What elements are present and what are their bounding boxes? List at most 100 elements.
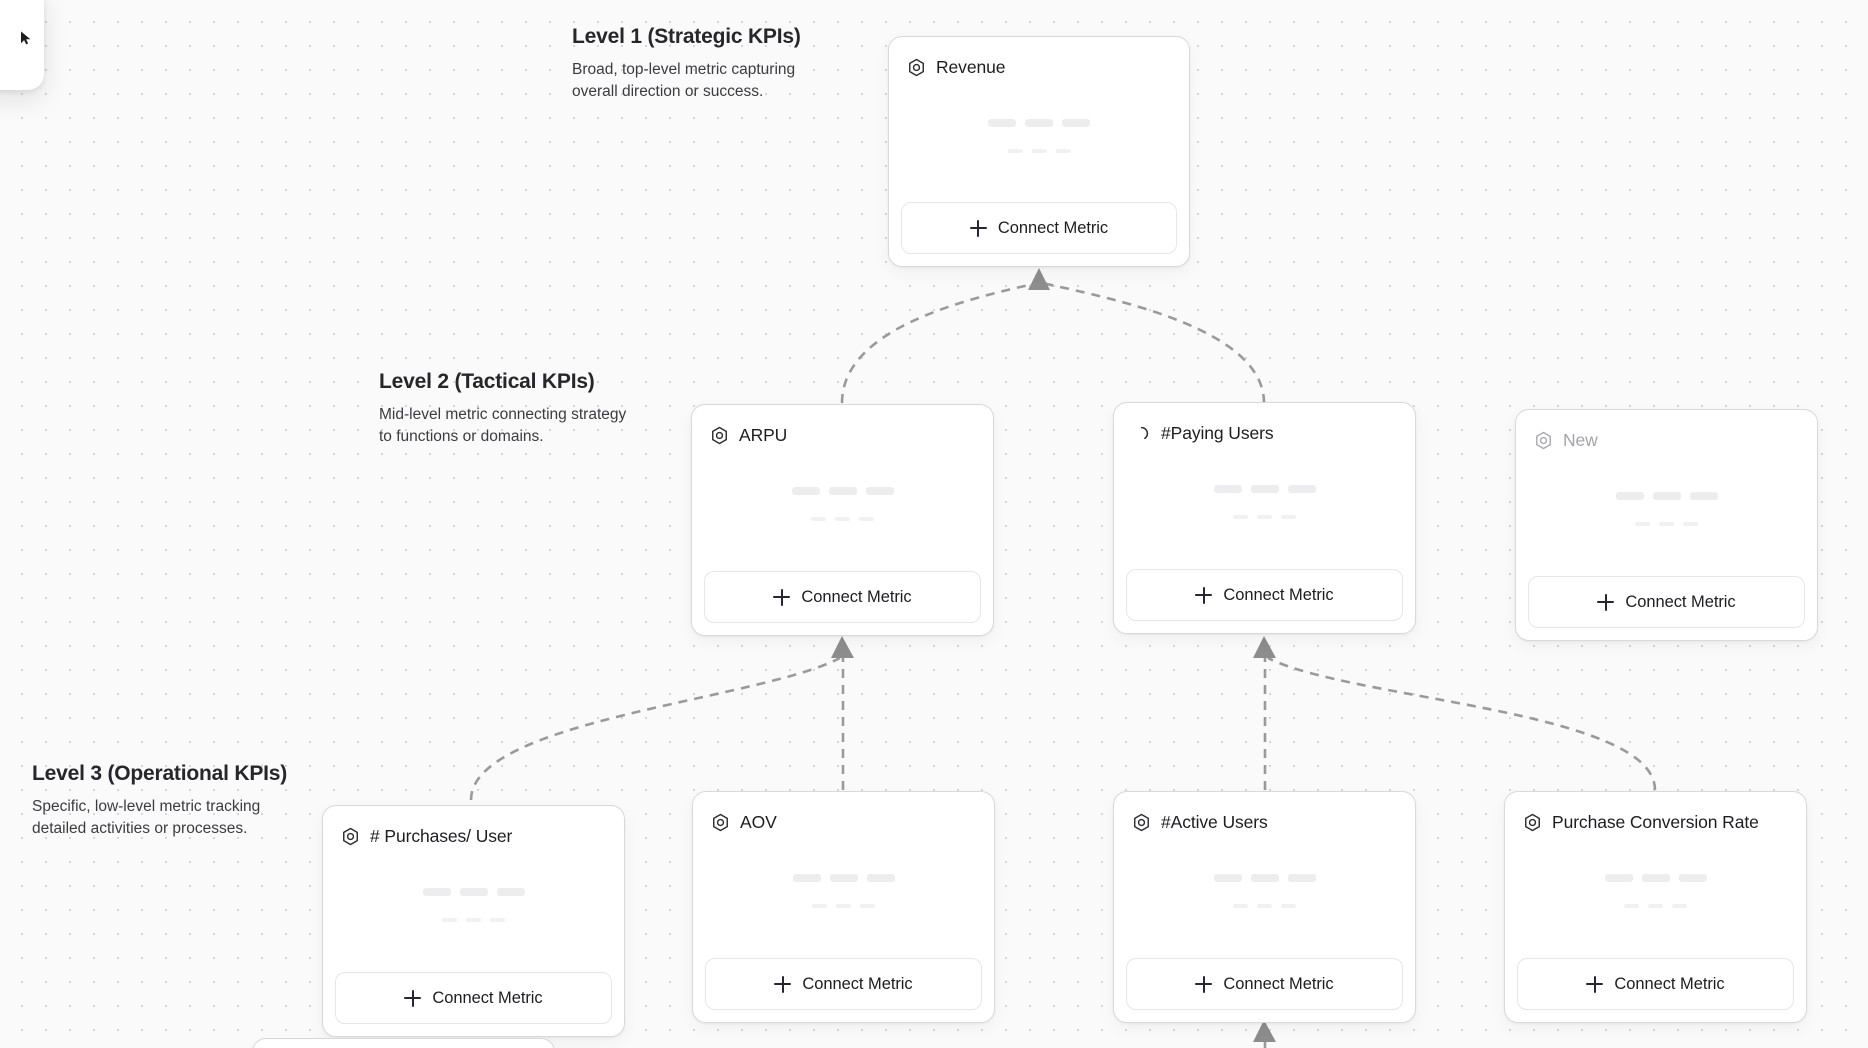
connect-metric-label: Connect Metric <box>1223 585 1334 604</box>
plus-icon <box>774 975 792 993</box>
hexagon-metric-icon <box>711 813 730 832</box>
level-1-description: Broad, top-level metric capturing overal… <box>572 61 796 101</box>
metric-card-paying-users[interactable]: #Paying Users Connect Metric <box>1113 402 1416 634</box>
skeleton-bar <box>1233 904 1248 908</box>
connect-metric-button[interactable]: Connect Metric <box>1528 576 1805 628</box>
skeleton-row-primary <box>422 888 525 896</box>
card-title: #Paying Users <box>1161 422 1274 443</box>
connect-metric-button[interactable]: Connect Metric <box>1126 958 1403 1010</box>
metric-card-revenue[interactable]: Revenue Connect Metric <box>888 36 1190 267</box>
skeleton-bar <box>1689 492 1718 500</box>
level-label-2: Level 2 (Tactical KPIs) Mid-level metric… <box>379 370 629 449</box>
skeleton-bar <box>1213 485 1242 493</box>
connect-metric-label: Connect Metric <box>801 587 912 606</box>
arrowhead-active-users-bottom <box>1253 1020 1276 1042</box>
hexagon-metric-icon <box>907 58 926 77</box>
skeleton-bar <box>422 888 451 896</box>
metric-card-aov[interactable]: AOV Connect Metric <box>692 791 995 1023</box>
edge-arpu-revenue <box>840 281 1039 404</box>
arrowhead-revenue <box>1028 268 1050 290</box>
connect-metric-button[interactable]: Connect Metric <box>1517 958 1794 1010</box>
plus-icon <box>1597 593 1615 611</box>
skeleton-bar <box>1624 904 1639 908</box>
card-header: Purchase Conversion Rate <box>1517 804 1794 834</box>
skeleton-bar <box>1672 904 1687 908</box>
skeleton-bar <box>466 918 481 922</box>
edge-purchases-arpu <box>469 656 841 801</box>
connect-metric-button[interactable]: Connect Metric <box>335 972 612 1024</box>
skeleton-row-secondary <box>811 517 874 521</box>
skeleton-bar <box>1250 874 1279 882</box>
connect-metric-button[interactable]: Connect Metric <box>704 571 981 623</box>
connect-metric-label: Connect Metric <box>1223 974 1334 993</box>
skeleton-bar <box>442 918 457 922</box>
skeleton-bar <box>1648 904 1663 908</box>
floating-toolbar-panel[interactable] <box>0 0 44 90</box>
cursor-pointer-icon[interactable] <box>18 30 34 46</box>
connect-metric-label: Connect Metric <box>802 974 913 993</box>
loading-spinner-icon <box>1132 424 1151 443</box>
skeleton-bar <box>1250 485 1279 493</box>
skeleton-bar <box>1062 118 1090 127</box>
skeleton-bar <box>1652 492 1681 500</box>
metric-card-purchase-conversion-rate[interactable]: Purchase Conversion Rate Connect Metric <box>1504 791 1807 1023</box>
metric-card-new[interactable]: New Connect Metric <box>1515 409 1818 641</box>
edge-paying-users-revenue <box>1041 281 1266 404</box>
card-skeleton-body <box>335 848 612 962</box>
card-header: Revenue <box>901 49 1177 79</box>
card-header: AOV <box>705 804 982 834</box>
card-skeleton-body <box>1517 834 1794 948</box>
card-title: #Active Users <box>1161 811 1268 832</box>
metric-card-offscreen-bottom[interactable] <box>252 1038 555 1048</box>
edge-conversion-paying <box>1267 656 1657 791</box>
skeleton-bar <box>1055 148 1071 153</box>
level-label-1: Level 1 (Strategic KPIs) Broad, top-leve… <box>572 25 822 104</box>
hexagon-metric-icon <box>1523 813 1542 832</box>
card-skeleton-body <box>901 79 1177 192</box>
metric-card-arpu[interactable]: ARPU Connect Metric <box>691 404 994 636</box>
skeleton-bar <box>1287 874 1316 882</box>
level-2-title: Level 2 (Tactical KPIs) <box>379 370 595 393</box>
skeleton-bar <box>1678 874 1707 882</box>
skeleton-bar <box>496 888 525 896</box>
skeleton-row-secondary <box>1635 522 1698 526</box>
skeleton-row-secondary <box>1233 515 1296 519</box>
skeleton-bar <box>988 118 1016 127</box>
plus-icon <box>773 588 791 606</box>
skeleton-bar <box>828 487 857 495</box>
card-header: New <box>1528 422 1805 452</box>
skeleton-bar <box>1604 874 1633 882</box>
card-skeleton-body <box>1528 452 1805 566</box>
card-title: # Purchases/ User <box>370 825 513 846</box>
card-title: AOV <box>740 811 777 832</box>
plus-icon <box>404 989 422 1007</box>
card-header: #Active Users <box>1126 804 1403 834</box>
skeleton-bar <box>791 487 820 495</box>
skeleton-bar <box>1287 485 1316 493</box>
skeleton-row-secondary <box>1007 148 1071 153</box>
arrowhead-paying-users <box>1253 636 1276 658</box>
card-header: # Purchases/ User <box>335 818 612 848</box>
skeleton-bar <box>1659 522 1674 526</box>
card-title: ARPU <box>739 424 788 445</box>
connect-metric-button[interactable]: Connect Metric <box>1126 569 1403 621</box>
skeleton-bar <box>1281 904 1296 908</box>
card-skeleton-body <box>704 447 981 561</box>
hexagon-metric-icon <box>1132 813 1151 832</box>
skeleton-row-primary <box>1213 485 1316 493</box>
skeleton-row-primary <box>792 874 895 882</box>
level-2-description: Mid-level metric connecting strategy to … <box>379 406 627 446</box>
skeleton-bar <box>1615 492 1644 500</box>
skeleton-row-secondary <box>1233 904 1296 908</box>
connect-metric-button[interactable]: Connect Metric <box>705 958 982 1010</box>
metric-card-purchases-per-user[interactable]: # Purchases/ User Connect Metric <box>322 805 625 1037</box>
card-title: Revenue <box>936 56 1006 77</box>
metric-card-active-users[interactable]: #Active Users Connect Metric <box>1113 791 1416 1023</box>
skeleton-bar <box>1233 515 1248 519</box>
skeleton-row-primary <box>1615 492 1718 500</box>
skeleton-bar <box>1007 148 1023 153</box>
connect-metric-button[interactable]: Connect Metric <box>901 202 1177 254</box>
card-skeleton-body <box>1126 445 1403 559</box>
connect-metric-label: Connect Metric <box>1625 592 1736 611</box>
